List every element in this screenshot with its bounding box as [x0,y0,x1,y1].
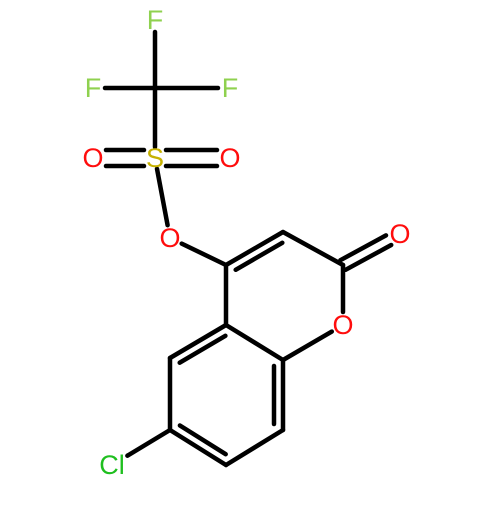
atom-label-f-left: F [85,73,102,103]
atom-label-cl: Cl [99,450,125,480]
atom-label-f-top: F [147,5,164,35]
atom-label-o-sulfonyl-right: O [219,143,240,173]
atom-label-o-ring: O [332,310,353,340]
bonds [102,29,394,468]
bond-O_ring-C8a [280,329,335,363]
bond-S-O_ester [154,166,170,228]
bond-C4a-C5-inner [177,333,228,365]
bond-C2-O_carbonyl-2 [338,233,389,263]
bond-C3-C2 [280,229,346,268]
atom-labels: F F F S O O O O O Cl [82,5,410,480]
bond-O_ester-C4 [179,241,229,268]
bond-C4a-C5-outer [167,322,229,361]
bond-C6-C7-outer [167,427,229,468]
bond-C6-Cl [125,427,173,458]
bond-C2-O_carbonyl-1 [343,242,394,273]
bond-C4-C3-outer [223,229,286,268]
atom-label-o-sulfonyl-left: O [82,143,103,173]
bond-C7-C8 [223,427,286,468]
bond-C6-C7-inner [177,423,228,457]
atom-label-o-carbonyl: O [389,219,410,249]
atom-label-o-ester: O [159,223,180,253]
atom-label-f-right: F [222,73,239,103]
atom-label-s: S [146,143,164,173]
bond-C8a-C4a [223,322,286,363]
bond-C4-C3-inner [233,240,285,273]
